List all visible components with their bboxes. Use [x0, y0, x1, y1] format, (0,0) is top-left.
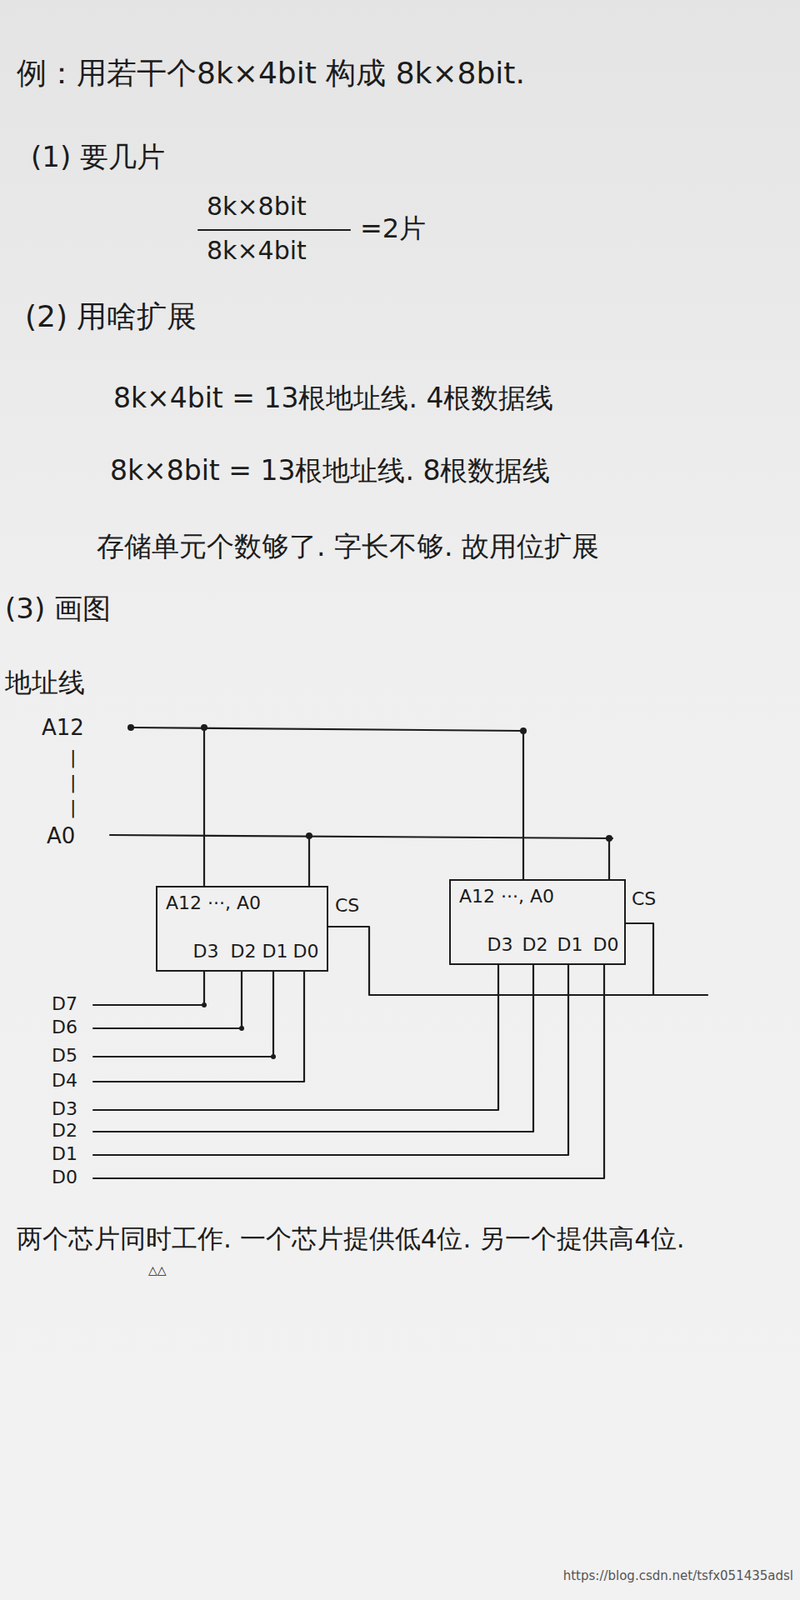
address-wire [110, 835, 613, 839]
signal-name: D2 [51, 1120, 78, 1142]
junction-dot [305, 832, 313, 840]
junction-dot [239, 1025, 245, 1031]
pin-name: CS [335, 895, 360, 917]
data-wire [93, 971, 274, 1057]
fraction-numerator: 8k×8bit [206, 191, 307, 222]
memory-chip: A12 ···, A0 D3 D2D1D0 [155, 885, 329, 972]
chip-select-wire [625, 923, 654, 995]
signal-name: D3 [51, 1098, 78, 1120]
note-line: 两个芯片同时工作. 一个芯片提供低4位. 另一个提供高4位. [16, 1223, 685, 1255]
signal-name: A12 [41, 715, 85, 741]
chip-select-wire [328, 926, 708, 995]
data-pin: D2 [230, 940, 257, 963]
data-pin: D0 [293, 940, 320, 963]
step-heading: (3) 画图 [5, 591, 111, 626]
signal-name: D1 [51, 1143, 78, 1165]
data-pin: D2 [522, 934, 549, 956]
data-pin: D1 [557, 934, 584, 956]
memory-chip: A12 ···, A0 D3 D2 D1 D0 [449, 879, 626, 965]
data-wire [93, 971, 205, 1005]
address-wire [130, 727, 524, 731]
data-pin: D1 [262, 940, 289, 963]
data-wire [93, 965, 534, 1132]
pin-name: CS [631, 888, 656, 910]
address-pins: A12 ···, A0 [459, 885, 555, 908]
signal-name: D5 [51, 1045, 78, 1067]
signal-name: A0 [46, 823, 75, 850]
junction-dot [520, 727, 527, 735]
junction-dot [201, 1002, 207, 1008]
annotation-mark: △△ [148, 1263, 167, 1278]
junction-dot [200, 724, 208, 731]
note-line: 8k×4bit = 13根地址线. 4根数据线 [113, 381, 554, 415]
signal-name: D6 [51, 1016, 78, 1039]
ellipsis-mark: | [70, 796, 76, 819]
note-line: 存储单元个数够了. 字长不够. 故用位扩展 [96, 530, 600, 564]
junction-dot [605, 835, 613, 842]
data-pin: D0 [593, 934, 620, 956]
step-heading: (2) 用啥扩展 [25, 298, 197, 335]
data-wire [93, 965, 499, 1110]
data-wire [93, 965, 569, 1155]
step-heading: (1) 要几片 [30, 140, 165, 175]
address-wire [203, 727, 205, 886]
heading: 例：用若干个8k×4bit 构成 8k×8bit. [16, 55, 525, 91]
data-wire [93, 971, 242, 1029]
fraction-line [198, 229, 350, 231]
ellipsis-mark: | [70, 746, 76, 769]
address-wire [308, 835, 310, 886]
address-pins: A12 ···, A0 [165, 892, 261, 915]
watermark: https://blog.csdn.net/tsfx051435adsl [563, 1568, 794, 1584]
signal-name: D0 [51, 1166, 78, 1189]
address-wire [608, 838, 610, 880]
bus-heading: 地址线 [5, 666, 85, 699]
fraction-result: =2片 [360, 212, 426, 245]
ellipsis-mark: | [70, 771, 76, 794]
note-line: 8k×8bit = 13根地址线. 8根数据线 [110, 454, 550, 488]
data-wire [93, 965, 605, 1179]
signal-name: D4 [51, 1070, 78, 1092]
data-pin: D3 [487, 934, 514, 956]
data-pin: D3 [193, 940, 220, 963]
fraction-denominator: 8k×4bit [206, 235, 307, 266]
junction-dot [127, 724, 135, 731]
signal-name: D7 [51, 993, 78, 1015]
address-wire [522, 730, 525, 880]
data-wire [93, 971, 305, 1082]
junction-dot [270, 1054, 276, 1060]
